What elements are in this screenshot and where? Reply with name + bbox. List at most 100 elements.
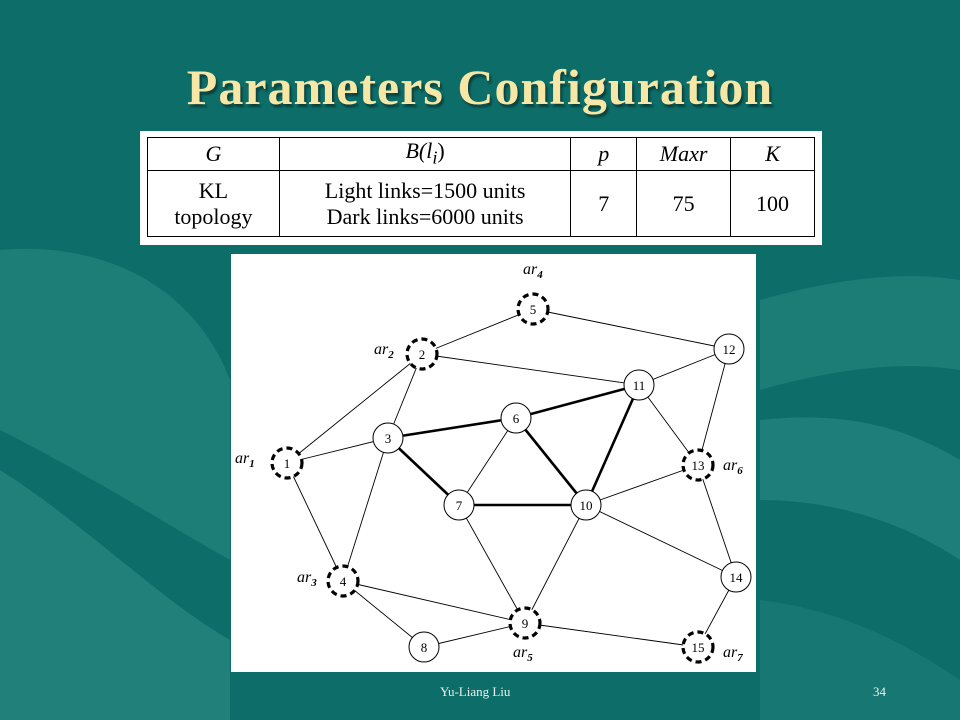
node-15: 15 bbox=[681, 630, 715, 664]
link-4-8-light bbox=[342, 580, 425, 648]
access-router-label-sub: 5 bbox=[527, 652, 533, 664]
link-6-11-dark bbox=[515, 383, 640, 420]
access-router-label-sub: 7 bbox=[737, 652, 743, 664]
access-router-label-sub: 4 bbox=[536, 269, 543, 281]
node-label-10: 10 bbox=[580, 498, 593, 513]
node-label-11: 11 bbox=[633, 378, 646, 393]
node-circle-15 bbox=[681, 630, 715, 664]
node-label-3: 3 bbox=[385, 431, 392, 446]
node-14: 14 bbox=[720, 561, 752, 593]
link-7-9-light bbox=[458, 504, 526, 624]
node-label-15: 15 bbox=[692, 640, 705, 655]
node-circle-8 bbox=[408, 631, 440, 663]
link-13-14-light bbox=[697, 464, 737, 578]
access-router-label-2: ar2 bbox=[374, 341, 394, 361]
cell-topology-line2: topology bbox=[174, 203, 253, 229]
node-2: 2 bbox=[405, 337, 439, 371]
node-circle-3 bbox=[372, 422, 404, 454]
node-3: 3 bbox=[372, 422, 404, 454]
link-11-12-light bbox=[638, 348, 730, 386]
node-label-5: 5 bbox=[530, 302, 537, 317]
header-b-main: B(l bbox=[405, 138, 433, 163]
access-router-label-prefix: ar bbox=[374, 341, 389, 358]
header-b-sub: i bbox=[432, 147, 438, 168]
link-6-7-light bbox=[458, 417, 517, 506]
access-router-label-sub: 3 bbox=[310, 577, 317, 589]
node-circle-14 bbox=[720, 561, 752, 593]
link-10-13-light bbox=[585, 464, 699, 506]
node-label-12: 12 bbox=[723, 342, 736, 357]
node-9: 9 bbox=[508, 606, 542, 640]
link-6-10-dark bbox=[514, 417, 588, 506]
access-router-label-prefix: ar bbox=[513, 644, 528, 661]
node-label-8: 8 bbox=[421, 640, 428, 655]
header-p: p bbox=[570, 136, 638, 172]
node-6: 6 bbox=[500, 402, 532, 434]
node-13: 13 bbox=[681, 448, 715, 482]
access-router-label-prefix: ar bbox=[723, 644, 738, 661]
node-label-1: 1 bbox=[284, 456, 291, 471]
cell-maxr: 75 bbox=[636, 170, 732, 237]
access-router-label-sub: 2 bbox=[387, 349, 394, 361]
node-label-14: 14 bbox=[730, 570, 744, 585]
node-circle-11 bbox=[623, 369, 655, 401]
table-header-row: G B(li) p Maxr K bbox=[147, 136, 815, 172]
node-10: 10 bbox=[570, 489, 602, 521]
header-bandwidth: B(li) bbox=[278, 136, 572, 172]
link-4-9-light bbox=[342, 580, 526, 624]
node-circle-1 bbox=[270, 446, 304, 480]
link-10-14-light bbox=[585, 504, 737, 578]
node-circle-12 bbox=[713, 333, 745, 365]
node-circle-13 bbox=[681, 448, 715, 482]
node-label-2: 2 bbox=[419, 347, 426, 362]
cell-p: 7 bbox=[570, 170, 638, 237]
access-router-label-1: ar1 bbox=[235, 450, 255, 470]
node-circle-6 bbox=[500, 402, 532, 434]
link-3-4-light bbox=[342, 437, 389, 582]
node-11: 11 bbox=[623, 369, 655, 401]
footer-author: Yu-Liang Liu bbox=[440, 684, 511, 699]
link-1-2-light bbox=[286, 353, 423, 464]
cell-light-links: Light links=1500 units bbox=[324, 177, 526, 203]
access-router-label-5: ar5 bbox=[513, 644, 533, 664]
link-3-6-dark bbox=[387, 416, 517, 440]
link-2-5-light bbox=[421, 308, 534, 355]
node-label-6: 6 bbox=[513, 411, 520, 426]
header-k: K bbox=[730, 136, 815, 172]
access-router-label-4: ar4 bbox=[523, 261, 543, 281]
link-1-3-light bbox=[286, 437, 389, 464]
link-9-15-light bbox=[524, 622, 699, 648]
slide-title: Parameters Configuration bbox=[186, 59, 774, 115]
access-router-label-sub: 1 bbox=[249, 458, 255, 470]
node-5: 5 bbox=[516, 292, 550, 326]
node-circle-2 bbox=[405, 337, 439, 371]
node-1: 1 bbox=[270, 446, 304, 480]
link-1-4-light bbox=[286, 462, 344, 582]
link-5-12-light bbox=[532, 308, 730, 350]
access-router-label-prefix: ar bbox=[235, 450, 250, 467]
node-circle-10 bbox=[570, 489, 602, 521]
header-b-close: ) bbox=[437, 138, 445, 163]
node-12: 12 bbox=[713, 333, 745, 365]
link-2-11-light bbox=[421, 353, 640, 386]
node-circle-7 bbox=[443, 489, 475, 521]
link-8-9-light bbox=[423, 622, 526, 648]
cell-k: 100 bbox=[730, 170, 815, 237]
access-router-label-sub: 6 bbox=[737, 465, 743, 477]
node-8: 8 bbox=[408, 631, 440, 663]
node-label-9: 9 bbox=[522, 616, 529, 631]
link-9-10-light bbox=[524, 504, 587, 624]
node-circle-9 bbox=[508, 606, 542, 640]
node-4: 4 bbox=[326, 564, 360, 598]
node-circle-4 bbox=[326, 564, 360, 598]
node-label-4: 4 bbox=[340, 574, 347, 589]
links-layer bbox=[286, 308, 737, 648]
